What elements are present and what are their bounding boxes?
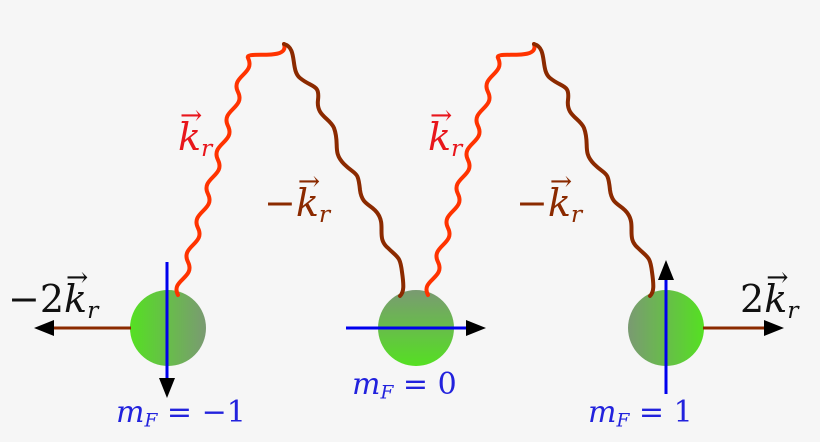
label-neg-kr-2: −kr: [516, 169, 582, 226]
label-kr-1: kr: [178, 103, 212, 160]
label-plus-2kr: 2kr: [740, 265, 798, 322]
state-label-mf-plus1: mF = 1: [588, 395, 693, 432]
photon-neg-kr-2: [532, 42, 656, 298]
state-label-mf-0: mF = 0: [352, 367, 457, 404]
arrowhead-right-icon: [466, 320, 486, 336]
photon-kr-2: [424, 42, 537, 297]
label-minus-2kr: −2kr: [8, 265, 98, 322]
state-label-mf-minus1: mF = −1: [116, 395, 246, 432]
arrowhead-right-2-icon: [764, 320, 784, 336]
label-neg-kr-1: −kr: [264, 169, 330, 226]
label-kr-2: kr: [428, 103, 462, 160]
arrowhead-up-icon: [658, 260, 674, 280]
photon-neg-kr-1: [282, 42, 406, 298]
arrowhead-down-icon: [159, 378, 175, 398]
arrowhead-left-icon: [34, 320, 54, 336]
photon-kr-1: [174, 42, 287, 297]
